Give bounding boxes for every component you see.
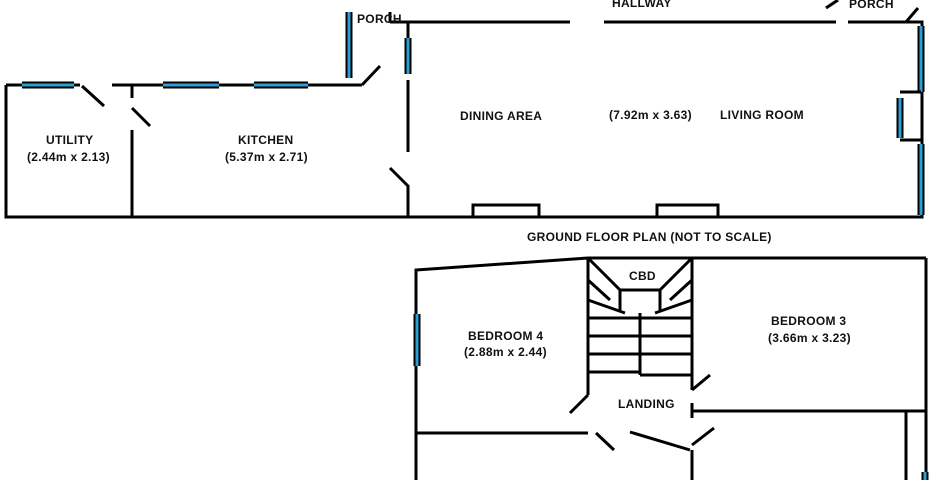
label-porch-left: PORCH — [357, 12, 402, 26]
label-cbd: CBD — [629, 269, 656, 283]
label-bedroom4: BEDROOM 4 — [468, 329, 543, 343]
door-bathroom — [629, 430, 691, 452]
label-landing: LANDING — [618, 397, 675, 411]
label-hallway: HALLWAY — [612, 0, 672, 10]
fireplace-dining — [471, 203, 541, 219]
label-bedroom4-size: (2.88m x 2.44) — [464, 345, 547, 359]
label-living-room: LIVING ROOM — [720, 108, 804, 122]
ground-floor-outer-wall — [4, 20, 924, 219]
door-utility-kitchen — [130, 106, 152, 128]
staircase — [586, 256, 694, 377]
label-dining-area: DINING AREA — [460, 109, 542, 123]
label-living-size: (7.92m x 3.63) — [609, 108, 692, 122]
first-floor-left-wall — [414, 256, 589, 480]
door-bedroom3 — [691, 373, 711, 392]
door-utility — [80, 84, 106, 108]
door-porch-left — [360, 64, 382, 87]
label-bedroom3: BEDROOM 3 — [771, 314, 846, 328]
fireplace-living — [655, 203, 720, 219]
door-bedroom4 — [568, 393, 590, 415]
door-right-corner — [904, 7, 920, 23]
label-bedroom3-size: (3.66m x 3.23) — [768, 331, 851, 345]
door-bedroom3-lower — [691, 426, 715, 447]
label-porch-right: PORCH — [849, 0, 894, 11]
label-kitchen-size: (5.37m x 2.71) — [225, 150, 308, 164]
door-kitchen-dining — [388, 166, 410, 188]
label-ground-floor-title: GROUND FLOOR PLAN (NOT TO SCALE) — [527, 230, 772, 244]
door-porch-right — [825, 0, 839, 10]
label-kitchen: KITCHEN — [238, 133, 293, 147]
first-floor-plan: CBD BEDROOM 4 (2.88m x 2.44) BEDROOM 3 (… — [413, 256, 929, 480]
ground-floor-plan: HALLWAY PORCH PORCH UTILITY (2.44m x 2.1… — [4, 0, 925, 244]
door-bathroom-left — [594, 431, 616, 452]
label-utility-size: (2.44m x 2.13) — [27, 150, 110, 164]
label-utility: UTILITY — [46, 133, 93, 147]
